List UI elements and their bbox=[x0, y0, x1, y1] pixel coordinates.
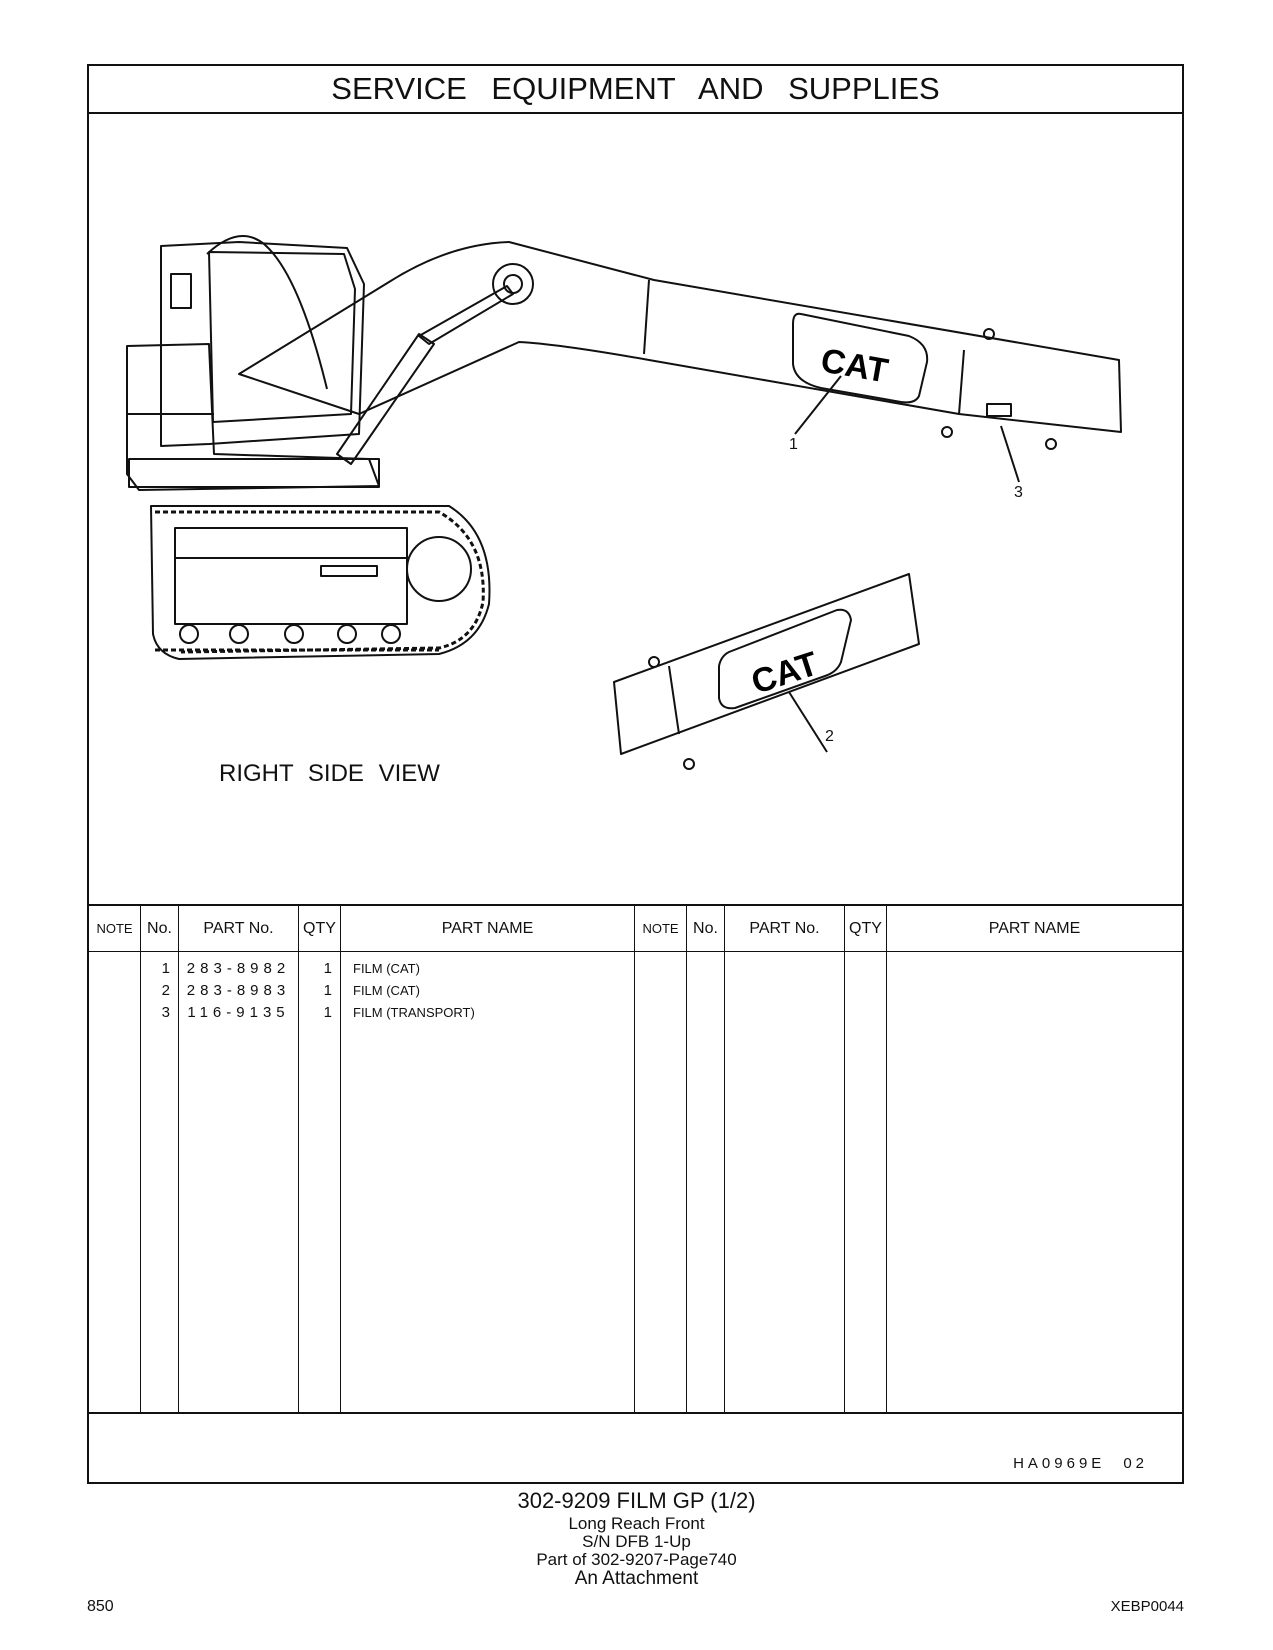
row-3-part-no: 116-9135 bbox=[187, 1004, 290, 1021]
row-1-part-no: 283-8982 bbox=[186, 960, 291, 977]
callout-2: 2 bbox=[825, 728, 834, 745]
row-2-qty: 1 bbox=[323, 982, 332, 999]
drawing-id: HA0969E 02 bbox=[1013, 1455, 1148, 1472]
callout-3: 3 bbox=[1014, 484, 1023, 501]
part-number-column: PART No. 283-8982 283-8983 116-9135 bbox=[179, 906, 299, 1412]
col-header-part-name: PART NAME bbox=[341, 906, 634, 952]
footer-line-4: An Attachment bbox=[574, 1568, 699, 1589]
page-number: 850 bbox=[87, 1598, 114, 1615]
col-header-part-no: PART No. bbox=[179, 906, 298, 952]
row-1-qty: 1 bbox=[323, 960, 332, 977]
row-3-name: FILM (TRANSPORT) bbox=[353, 1005, 475, 1020]
drawing-code: HA0969E bbox=[1013, 1455, 1106, 1472]
number-column-right: No. bbox=[687, 906, 725, 1412]
row-2-name: FILM (CAT) bbox=[353, 983, 420, 998]
parts-sheet: SERVICE EQUIPMENT AND SUPPLIES bbox=[87, 64, 1184, 1484]
boom-logo-text: CAT bbox=[818, 341, 891, 390]
sheet-title: SERVICE EQUIPMENT AND SUPPLIES bbox=[89, 66, 1182, 114]
parts-table: NOTE No. 1 2 3 PART No. 283-8982 283-898… bbox=[89, 904, 1182, 1414]
arm-detail-outline bbox=[613, 573, 920, 755]
arm-decal bbox=[718, 608, 852, 710]
illustration-area: CAT CAT RIGHT SIDE VIEW 1 3 2 bbox=[89, 114, 1182, 904]
book-id: XEBP0044 bbox=[1110, 1598, 1184, 1615]
col-header-qty: QTY bbox=[299, 906, 340, 952]
row-1-name: FILM (CAT) bbox=[353, 961, 420, 976]
track-assembly bbox=[150, 505, 491, 660]
arm-logo-text: CAT bbox=[747, 645, 823, 702]
col-header-part-no-right: PART No. bbox=[725, 906, 844, 952]
drawing-rev: 02 bbox=[1123, 1455, 1148, 1472]
col-header-note-right: NOTE bbox=[635, 906, 686, 952]
footer-line-2: S/N DFB 1-Up bbox=[582, 1532, 691, 1551]
number-column: No. 1 2 3 bbox=[141, 906, 179, 1412]
qty-column: QTY 1 1 1 bbox=[299, 906, 341, 1412]
cab-outline bbox=[160, 241, 365, 447]
row-3-qty: 1 bbox=[323, 1004, 332, 1021]
row-2-part-no: 283-8983 bbox=[186, 982, 291, 999]
part-number-column-right: PART No. bbox=[725, 906, 845, 1412]
row-2-no: 2 bbox=[161, 982, 170, 999]
view-label: RIGHT SIDE VIEW bbox=[219, 760, 440, 787]
footer-line-1: Long Reach Front bbox=[568, 1514, 705, 1533]
note-column: NOTE bbox=[89, 906, 141, 1412]
excavator-drawing: CAT CAT bbox=[126, 235, 1122, 770]
col-header-note: NOTE bbox=[89, 906, 140, 952]
col-header-qty-right: QTY bbox=[845, 906, 886, 952]
col-header-part-name-right: PART NAME bbox=[887, 906, 1182, 952]
qty-column-right: QTY bbox=[845, 906, 887, 1412]
footer-line-3: Part of 302-9207-Page740 bbox=[536, 1550, 737, 1569]
part-name-column-right: PART NAME bbox=[887, 906, 1182, 1412]
group-title: 302-9209 FILM GP (1/2) bbox=[517, 1488, 756, 1513]
part-name-column: PART NAME FILM (CAT) FILM (CAT) FILM (TR… bbox=[341, 906, 635, 1412]
row-3-no: 3 bbox=[161, 1004, 170, 1021]
note-column-right: NOTE bbox=[635, 906, 687, 1412]
boom-decal bbox=[792, 312, 929, 404]
col-header-no-right: No. bbox=[687, 906, 724, 952]
col-header-no: No. bbox=[141, 906, 178, 952]
row-1-no: 1 bbox=[161, 960, 170, 977]
callout-1: 1 bbox=[789, 436, 798, 453]
boom-outline bbox=[238, 241, 1122, 433]
